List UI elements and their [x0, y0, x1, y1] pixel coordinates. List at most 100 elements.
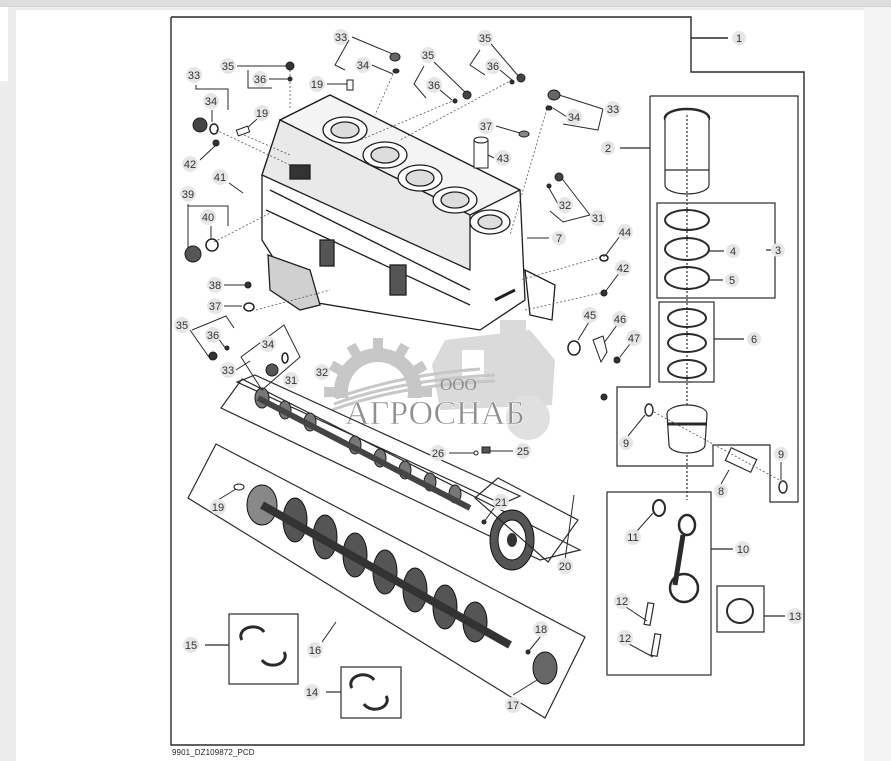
cam-gear [489, 509, 535, 571]
callout[interactable]: 35 [420, 47, 436, 63]
svg-text:31: 31 [592, 213, 604, 225]
callout[interactable]: 15 [183, 637, 199, 653]
svg-text:10: 10 [737, 544, 749, 556]
svg-text:12: 12 [619, 633, 631, 645]
watermark-brand: АГРОСНАБ [345, 395, 525, 432]
svg-text:6: 6 [751, 334, 757, 346]
engine-block [261, 94, 556, 331]
svg-text:35: 35 [222, 61, 234, 73]
callout[interactable]: 7 [552, 231, 566, 245]
leader-lines [187, 36, 782, 696]
callout[interactable]: 25 [515, 443, 531, 459]
callout[interactable]: 32 [557, 197, 573, 213]
callout[interactable]: 12 [617, 630, 633, 646]
callout[interactable]: 42 [615, 260, 631, 276]
callout[interactable]: 17 [505, 697, 521, 713]
svg-text:37: 37 [209, 301, 221, 313]
callout[interactable]: 34 [203, 93, 219, 109]
svg-text:19: 19 [256, 108, 268, 120]
callout[interactable]: 37 [478, 118, 494, 134]
connecting-rod-box [606, 491, 785, 676]
small-parts [184, 52, 621, 655]
callout[interactable]: 42 [182, 156, 198, 172]
svg-text:7: 7 [556, 233, 562, 245]
callout[interactable]: 20 [557, 558, 573, 574]
callout[interactable]: 41 [212, 169, 228, 185]
svg-text:46: 46 [614, 314, 626, 326]
callout[interactable]: 21 [493, 494, 509, 510]
callout[interactable]: 44 [617, 224, 633, 240]
callout[interactable]: 33 [186, 67, 202, 83]
callout[interactable]: 18 [533, 621, 549, 637]
callout[interactable]: 6 [747, 332, 761, 346]
svg-text:45: 45 [584, 310, 596, 322]
callout[interactable]: 26 [430, 445, 446, 461]
callout[interactable]: 34 [260, 336, 276, 352]
svg-text:36: 36 [254, 74, 266, 86]
callout[interactable]: 46 [612, 311, 628, 327]
callout[interactable]: 45 [582, 307, 598, 323]
callout[interactable]: 31 [590, 210, 606, 226]
callout[interactable]: 3 [771, 243, 785, 257]
callout[interactable]: 35 [220, 58, 236, 74]
callout[interactable]: 4 [726, 244, 740, 258]
callout[interactable]: 5 [725, 273, 739, 287]
callout[interactable]: 32 [314, 364, 330, 380]
svg-text:42: 42 [617, 263, 629, 275]
callout[interactable]: 33 [605, 101, 621, 117]
callout[interactable]: 35 [477, 30, 493, 46]
callout[interactable]: 39 [180, 186, 196, 202]
callout[interactable]: 33 [333, 29, 349, 45]
callout[interactable]: 14 [304, 684, 320, 700]
callout[interactable]: 34 [355, 57, 371, 73]
svg-text:47: 47 [628, 333, 640, 345]
callout[interactable]: 2 [601, 141, 615, 155]
svg-text:31: 31 [285, 375, 297, 387]
svg-text:40: 40 [202, 212, 214, 224]
callout[interactable]: 40 [200, 209, 216, 225]
main-frame [170, 16, 805, 746]
callout[interactable]: 35 [174, 317, 190, 333]
svg-text:8: 8 [718, 486, 724, 498]
callout[interactable]: 36 [426, 77, 442, 93]
callout[interactable]: 11 [625, 529, 641, 545]
callout[interactable]: 34 [566, 109, 582, 125]
svg-text:37: 37 [480, 121, 492, 133]
svg-text:42: 42 [184, 159, 196, 171]
callout[interactable]: 9 [774, 447, 788, 461]
callout[interactable]: 36 [205, 327, 221, 343]
svg-text:15: 15 [185, 640, 197, 652]
callout[interactable]: 16 [307, 642, 323, 658]
svg-text:12: 12 [616, 596, 628, 608]
callout[interactable]: 36 [485, 58, 501, 74]
callout[interactable]: 12 [614, 593, 630, 609]
callout[interactable]: 10 [735, 541, 751, 557]
svg-text:26: 26 [432, 448, 444, 460]
right-scroll-gutter[interactable] [864, 7, 891, 761]
callout[interactable]: 31 [283, 372, 299, 388]
callout[interactable]: 1 [732, 31, 746, 45]
svg-text:19: 19 [212, 502, 224, 514]
callout[interactable]: 38 [207, 277, 223, 293]
crankshaft-group [187, 443, 586, 719]
svg-text:34: 34 [357, 60, 369, 72]
callout[interactable]: 8 [714, 484, 728, 498]
callout[interactable]: 19 [210, 499, 226, 515]
callout[interactable]: 37 [207, 298, 223, 314]
callout[interactable]: 47 [626, 330, 642, 346]
callout[interactable]: 13 [787, 608, 803, 624]
svg-text:43: 43 [497, 153, 509, 165]
svg-text:44: 44 [619, 227, 631, 239]
callout-labels: 1 2 3 4 5 6 7 8 9 9 10 11 12 12 13 14 15… [174, 29, 803, 713]
svg-text:14: 14 [306, 687, 318, 699]
callout[interactable]: 19 [309, 76, 325, 92]
svg-text:1: 1 [736, 33, 742, 45]
cylinder-liner-box [616, 95, 799, 503]
callout[interactable]: 19 [254, 105, 270, 121]
callout[interactable]: 36 [252, 71, 268, 87]
callout[interactable]: 33 [220, 362, 236, 378]
callout[interactable]: 43 [495, 150, 511, 166]
svg-text:35: 35 [479, 33, 491, 45]
callout[interactable]: 9 [619, 436, 633, 450]
svg-text:38: 38 [209, 280, 221, 292]
